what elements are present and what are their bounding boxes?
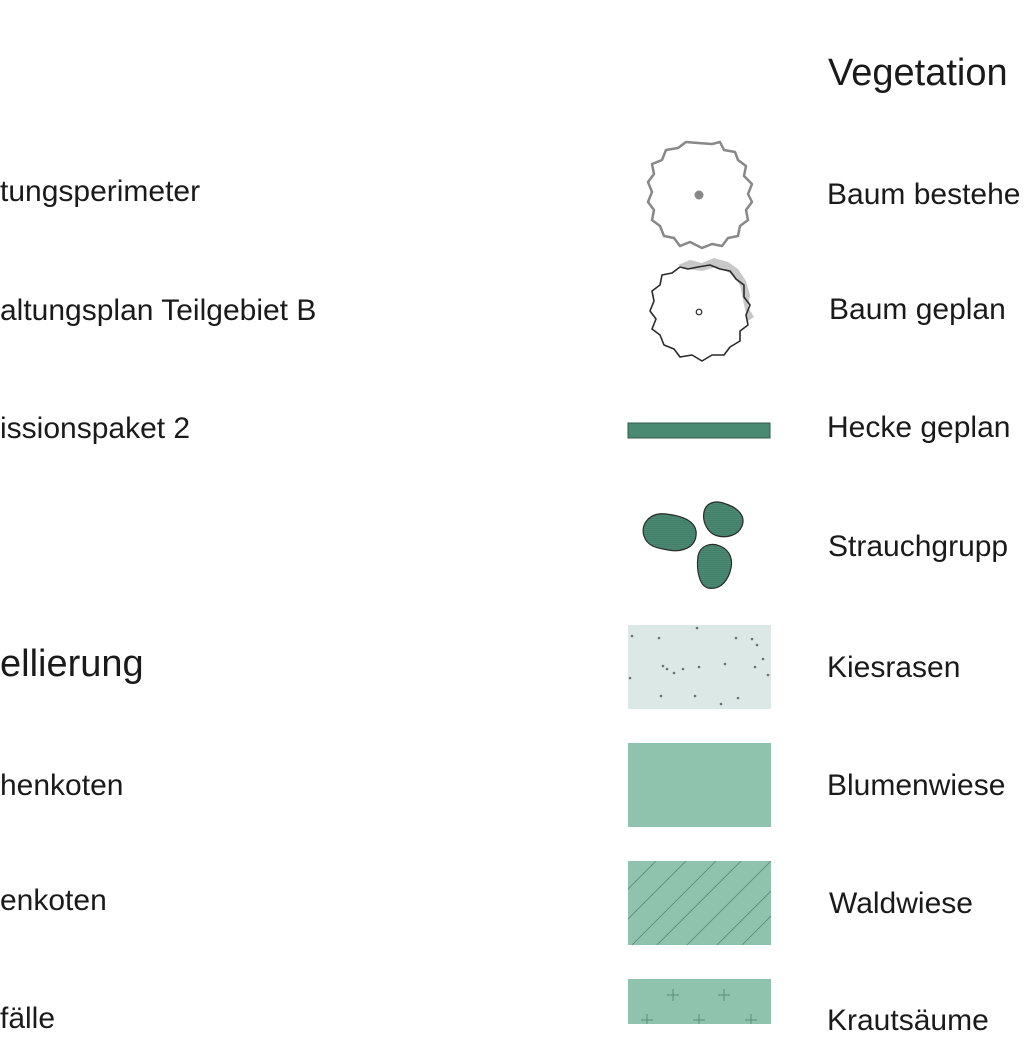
- legend-label-spot-heights-1: henkoten: [0, 769, 124, 802]
- tree-planned-icon: [649, 258, 754, 362]
- flower-meadow-swatch: [628, 743, 771, 827]
- herb-border-swatch: [628, 979, 771, 1024]
- section-heading-grading: ellierung: [0, 643, 144, 685]
- legend-label-herb-border: Krautsäume: [827, 1004, 989, 1037]
- gravel-lawn-swatch: [628, 625, 771, 709]
- legend-label-tree-planned: Baum geplan: [829, 293, 1006, 326]
- legend-label-package: issionspaket 2: [0, 412, 191, 445]
- legend-label-flower-meadow: Blumenwiese: [827, 769, 1006, 802]
- hedge-bar-icon: [627, 422, 771, 439]
- legend-label-spot-heights-2: enkoten: [0, 884, 107, 917]
- legend-label-forest-meadow: Waldwiese: [829, 887, 973, 920]
- legend-label-shrub-group: Strauchgrupp: [828, 530, 1009, 563]
- section-heading-vegetation: Vegetation: [828, 52, 1008, 94]
- legend-label-slopes: fälle: [0, 1002, 56, 1035]
- shrub-group-icon: [642, 501, 744, 589]
- legend-label-tree-existing: Baum bestehe: [827, 178, 1021, 211]
- legend-label-hedge-planned: Hecke geplan: [827, 411, 1011, 444]
- tree-existing-icon: [646, 140, 754, 250]
- legend-label-gravel-lawn: Kiesrasen: [827, 651, 961, 684]
- forest-meadow-swatch: [628, 861, 771, 945]
- legend-label-plan-subarea: altungsplan Teilgebiet B: [0, 294, 317, 327]
- legend-label-perimeter: tungsperimeter: [0, 175, 201, 208]
